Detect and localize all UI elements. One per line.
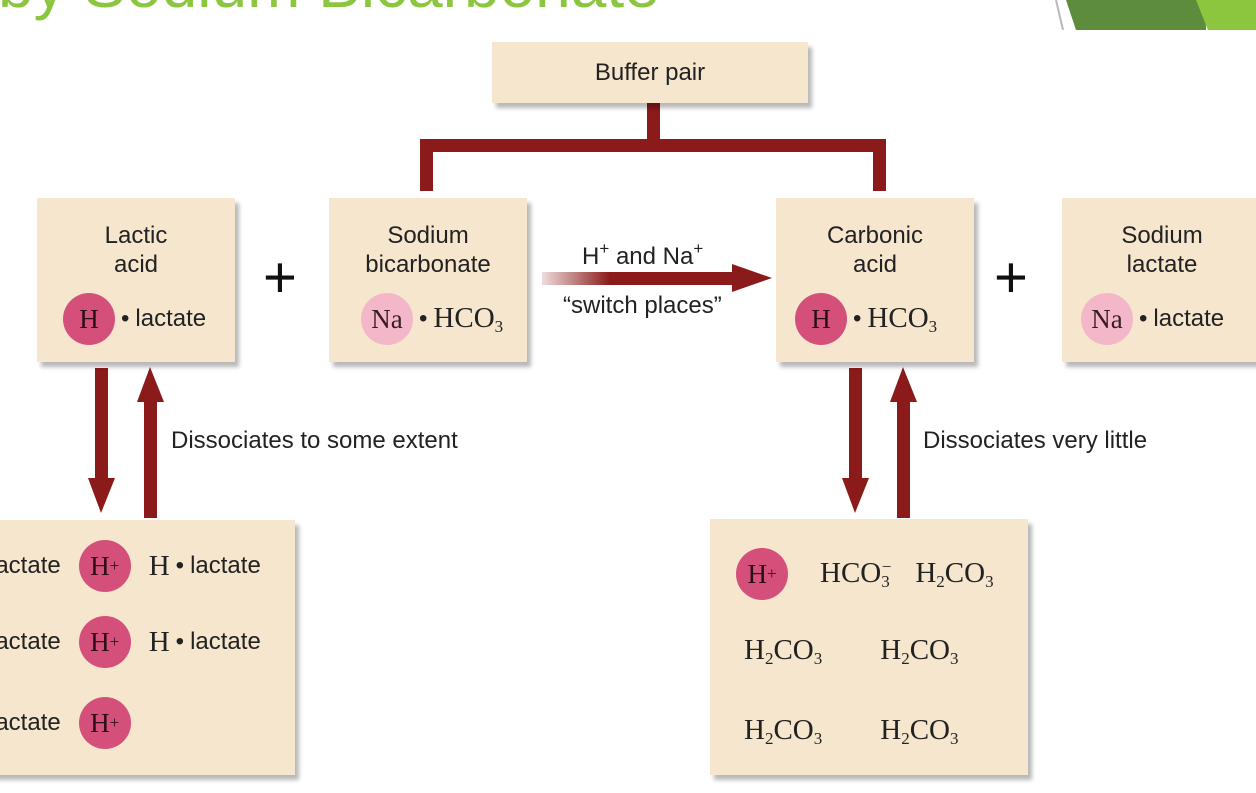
hydrogen-circle: H (795, 293, 847, 345)
lactate-text: lactate (0, 628, 61, 655)
reaction-label-bottom: “switch places” (563, 292, 722, 319)
hydrogen-ion-circle: H+ (736, 548, 788, 600)
lactic-acid-title-line2: acid (113, 251, 159, 278)
carbonic-acid-text: H2CO3 (880, 714, 959, 748)
reaction-arrow (542, 264, 772, 292)
lactic-acid-title-line1: Lactic (104, 222, 168, 249)
right-down-arrow (842, 368, 869, 513)
carbonic-acid-box: Carbonic acid H • HCO3 (776, 198, 974, 362)
carbonic-acid-text: H2CO3 (744, 634, 823, 668)
carbonic-acid-formula: H • HCO3 (795, 293, 937, 345)
hydrogen-ion-circle: H+ (78, 616, 131, 668)
bond-dot: • (121, 305, 130, 332)
bicarbonate-ion-text: HCO3− (820, 556, 892, 591)
bond-dot: • (175, 552, 185, 579)
sodium-circle: Na (1081, 293, 1133, 345)
corner-decoration (1046, 0, 1256, 30)
right-products-row-3: H2CO3 H2CO3 (744, 714, 959, 749)
hydrogen-ion-circle: H+ (78, 697, 131, 749)
carbonic-acid-text: H2CO3 (915, 556, 994, 591)
right-products-row-2: H2CO3 H2CO3 (744, 634, 959, 669)
product-row-1: lactate H+ H • lactate (0, 540, 261, 592)
hydrogen-text: H (148, 549, 170, 582)
hydrogen-circle: H (63, 293, 115, 345)
bicarbonate-text: HCO3 (433, 301, 504, 336)
lactate-text: lactate (135, 305, 207, 332)
hydrogen-ion-circle: H+ (78, 540, 131, 592)
sodium-lactate-title-line1: Sodium (1121, 222, 1203, 249)
left-down-arrow (88, 368, 115, 513)
sodium-bicarbonate-box: Sodium bicarbonate Na • HCO3 (329, 198, 527, 362)
sodium-circle: Na (361, 293, 413, 345)
bond-dot: • (853, 305, 862, 332)
lactate-text: lactate (1153, 305, 1225, 332)
plus-sign-left: + (263, 245, 297, 310)
carbonic-acid-title-line1: Carbonic (826, 222, 924, 249)
sodium-bicarbonate-formula: Na • HCO3 (361, 293, 503, 345)
left-products-box: lactate H+ H • lactate lactate H+ H • la… (0, 520, 295, 775)
lactic-acid-formula: H • lactate (63, 293, 206, 345)
reaction-label-top: H+ and Na+ (582, 239, 704, 270)
sodium-lactate-box: Sodium lactate Na • lactate (1062, 198, 1256, 362)
bond-dot: • (419, 305, 428, 332)
carbonic-acid-text: H2CO3 (880, 634, 959, 668)
left-up-arrow (137, 367, 164, 518)
hydrogen-text: H (148, 625, 170, 658)
right-dissociation-label: Dissociates very little (923, 427, 1148, 454)
sodium-lactate-formula: Na • lactate (1081, 293, 1224, 345)
lactate-text: lactate (190, 628, 261, 655)
buffer-pair-box: Buffer pair (492, 42, 808, 103)
carbonic-acid-text: H2CO3 (744, 714, 823, 748)
product-row-2: lactate H+ H • lactate (0, 616, 261, 668)
lactic-acid-box: Lactic acid H • lactate (37, 198, 235, 362)
slide-title: by Sodium Bicarbonate (0, 0, 660, 22)
bond-dot: • (175, 628, 185, 655)
product-row-3: lactate H+ (0, 697, 131, 749)
right-products-box: H+ HCO3− H2CO3 H2CO3 H2CO3 H2CO3 H2CO3 (710, 519, 1028, 775)
bond-dot: • (1139, 305, 1148, 332)
left-dissociation-label: Dissociates to some extent (171, 427, 458, 454)
right-products-row-1: H+ HCO3− H2CO3 (736, 548, 994, 600)
buffer-pair-bracket (420, 103, 886, 191)
plus-sign-right: + (994, 245, 1028, 310)
bicarbonate-text: HCO3 (867, 301, 938, 336)
right-up-arrow (890, 367, 917, 518)
lactate-text: lactate (190, 552, 261, 579)
carbonic-acid-title-line2: acid (852, 251, 898, 278)
lactate-text: lactate (0, 709, 61, 736)
sodium-bicarbonate-title-line2: bicarbonate (365, 251, 491, 278)
lactate-text: lactate (0, 552, 61, 579)
buffer-pair-label: Buffer pair (594, 59, 706, 86)
sodium-lactate-title-line2: lactate (1126, 251, 1198, 278)
sodium-bicarbonate-title-line1: Sodium (387, 222, 469, 249)
